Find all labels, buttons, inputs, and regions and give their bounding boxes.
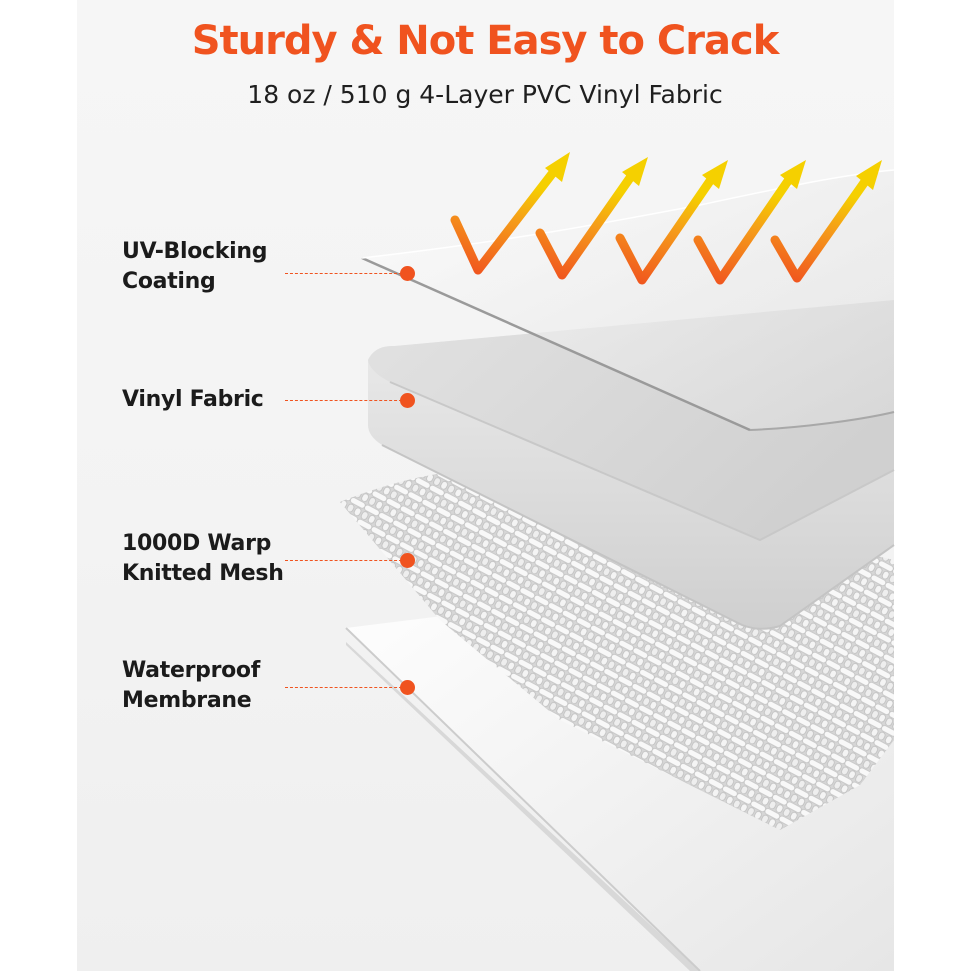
label-line: Vinyl Fabric (122, 387, 264, 412)
uv-ray-arrow-icon (770, 160, 882, 283)
leader-line (285, 273, 407, 274)
uv-ray-arrow-icon (615, 160, 728, 285)
page-title: Sturdy & Not Easy to Crack (191, 18, 780, 64)
label-line: UV-Blocking (122, 239, 268, 264)
label-uv-blocking-coating: UV-Blocking Coating (122, 237, 267, 297)
page-subtitle: 18 oz / 510 g 4-Layer PVC Vinyl Fabric (247, 80, 723, 109)
marker-dot (400, 266, 415, 281)
label-line: Membrane (122, 688, 252, 713)
label-line: Coating (122, 269, 216, 294)
marker-dot (400, 393, 415, 408)
leader-line (285, 560, 407, 561)
marker-dot (400, 680, 415, 695)
uv-ray-arrow-icon (450, 152, 570, 275)
label-knitted-mesh: 1000D Warp Knitted Mesh (122, 529, 284, 589)
leader-line (285, 400, 407, 401)
label-line: Waterproof (122, 658, 261, 683)
uv-ray-arrow-icon (535, 157, 648, 280)
marker-dot (400, 553, 415, 568)
label-line: Knitted Mesh (122, 561, 284, 586)
label-line: 1000D Warp (122, 531, 272, 556)
uv-ray-arrow-icon (693, 160, 806, 285)
label-waterproof-membrane: Waterproof Membrane (122, 656, 260, 716)
label-vinyl-fabric: Vinyl Fabric (122, 385, 264, 415)
leader-line (285, 687, 407, 688)
